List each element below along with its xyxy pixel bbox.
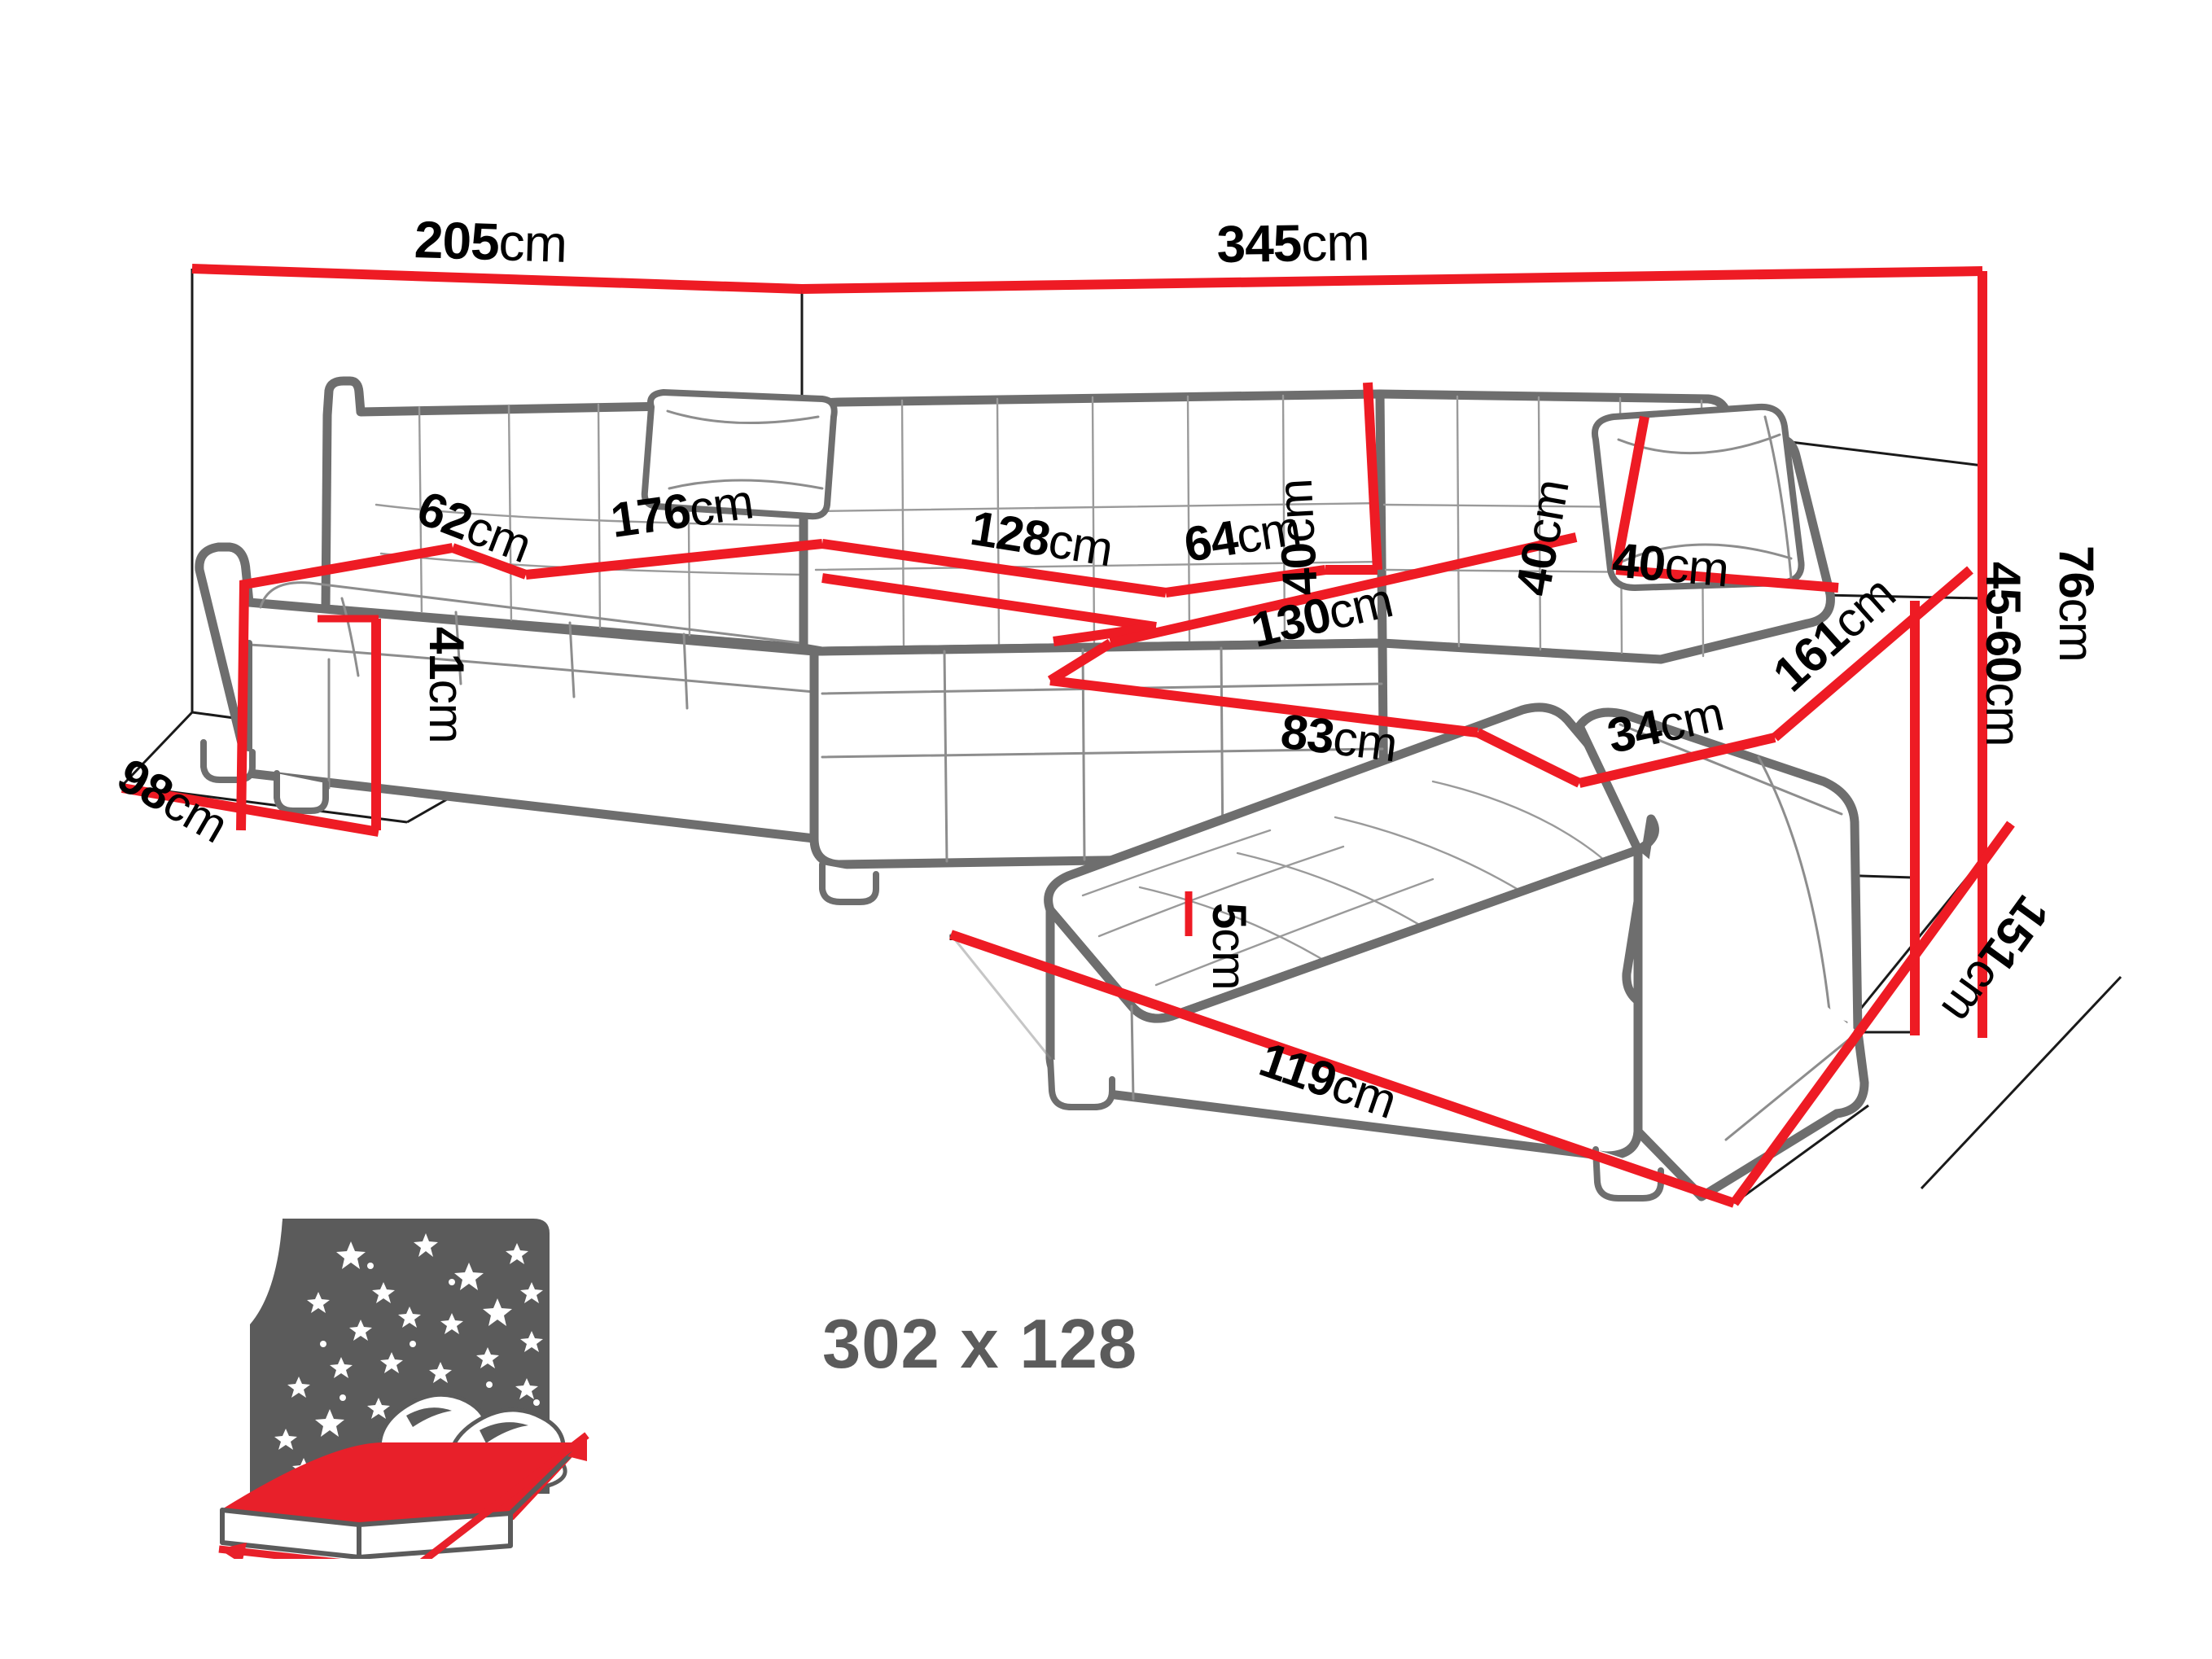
dim-line-83 <box>1049 676 1478 738</box>
dim-line-130-left <box>1047 638 1114 685</box>
label-41cm: 41cm <box>419 627 474 743</box>
label-76cm: 76cm <box>2049 545 2104 662</box>
dim-line-130 <box>1109 532 1578 648</box>
dim-line-161 <box>1772 566 1973 742</box>
accent-cushion-right <box>1592 403 1805 591</box>
dim-line-62 <box>450 543 528 580</box>
sleeping-area-size-text: 302 x 128 <box>822 1306 1138 1383</box>
label-345cm: 345cm <box>1216 212 1370 274</box>
dimension-lines <box>120 264 2015 1208</box>
dim-line-34 <box>1578 733 1776 788</box>
dim-line-seat-lower <box>821 573 1157 632</box>
dim-line-205 <box>191 264 803 294</box>
label-40cm-cushion-width: 40cm <box>1610 532 1731 598</box>
dim-line-40-backrest <box>1363 382 1382 571</box>
dim-line-98 <box>120 783 380 837</box>
left-leg-front <box>274 770 329 814</box>
dim-line-119 <box>949 930 1736 1208</box>
chaise-leg-left <box>1047 1055 1115 1110</box>
bed-dimension-arrows <box>218 1432 589 1559</box>
dim-line-345 <box>801 266 1983 294</box>
sleeping-area-bed-icon <box>218 1219 589 1559</box>
dim-line-176 <box>525 539 823 580</box>
sleeping-area-legend: 302 x 128 <box>208 1184 1152 1559</box>
dim-line-40-pillow-v <box>1611 415 1649 571</box>
dim-line-left-front <box>236 543 454 831</box>
dim-line-83-right <box>1475 728 1582 788</box>
dim-line-chaise-upper <box>1053 622 1157 646</box>
backrest-accent-pillow-left <box>641 389 838 520</box>
center-leg <box>819 861 879 905</box>
label-40cm-backrest: 40cm <box>1267 478 1328 598</box>
dim-line-151 <box>1730 821 2015 1206</box>
label-45-60cm: 45-60cm <box>1976 562 2030 746</box>
dim-line-128 <box>821 539 1167 598</box>
label-205cm: 205cm <box>413 210 568 274</box>
dim-line-40-pillow-h <box>1615 565 1839 593</box>
dim-line-64 <box>1165 565 1326 598</box>
label-5cm: 5cm <box>1202 903 1255 990</box>
label-83cm: 83cm <box>1277 703 1400 773</box>
